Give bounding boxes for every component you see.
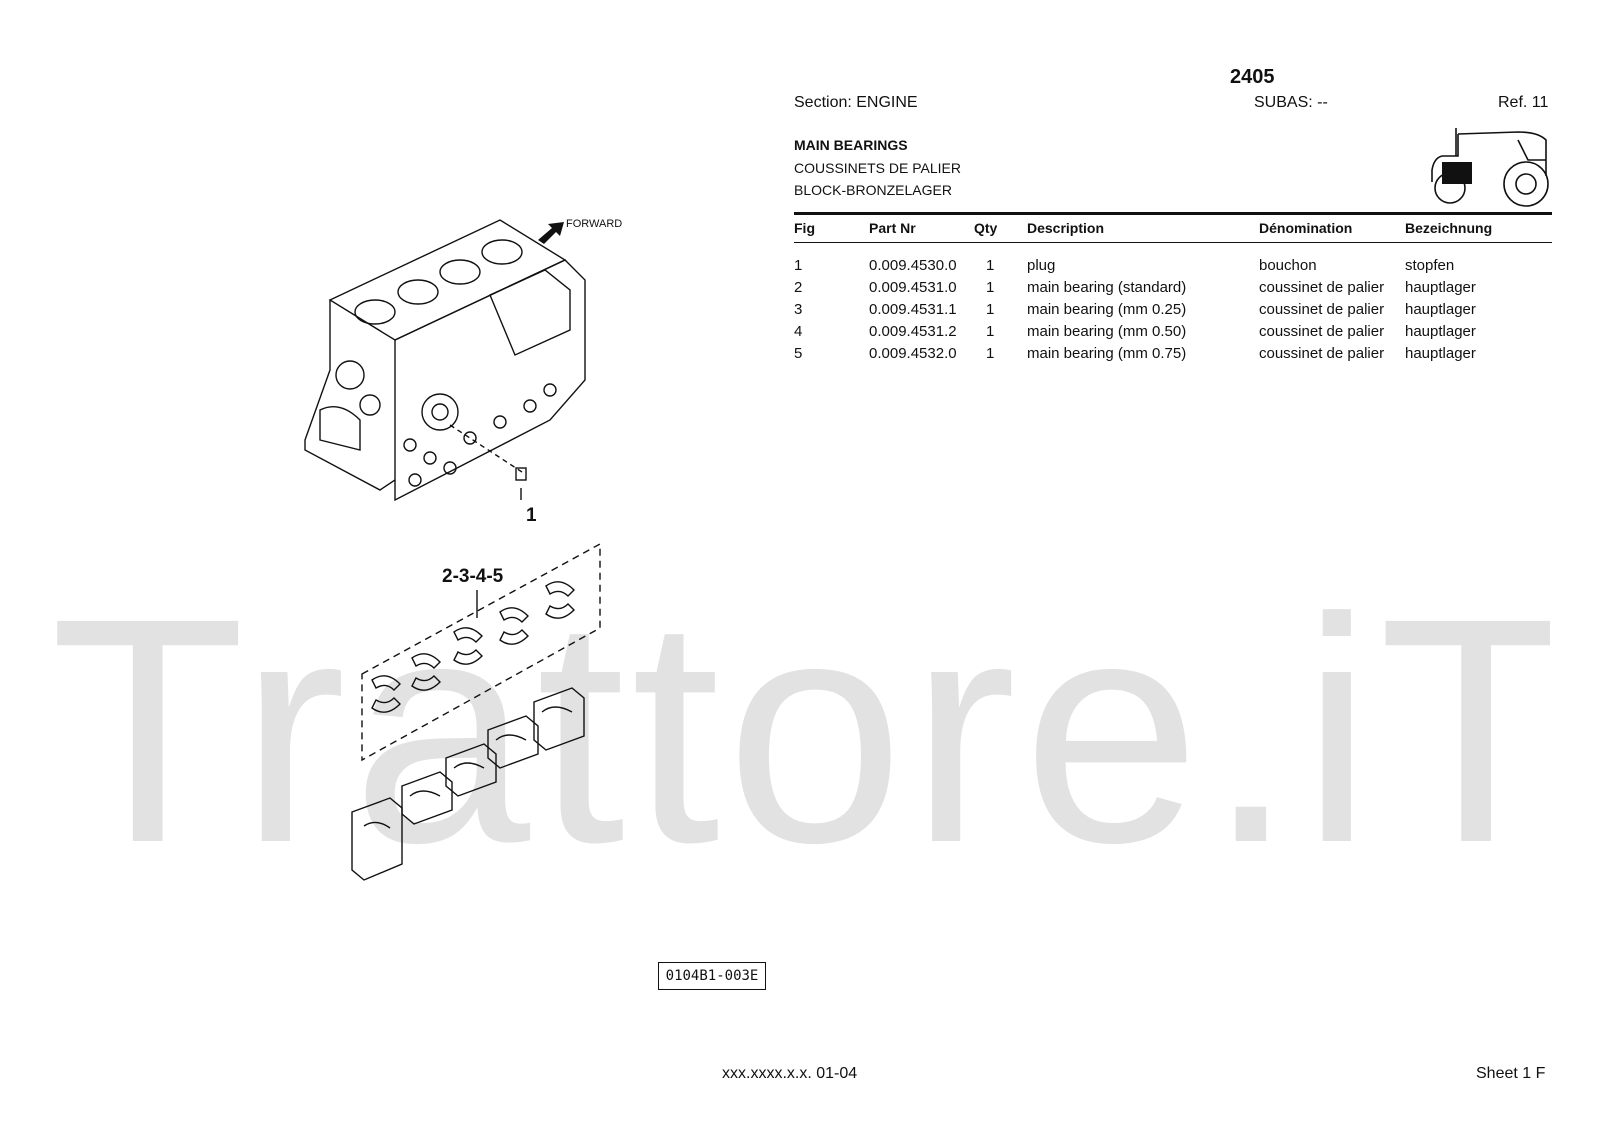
engine-block-drawing <box>304 219 586 502</box>
page-number: 2405 <box>1230 66 1275 88</box>
footer-sheet: Sheet 1 F <box>1476 1065 1546 1082</box>
forward-label: FORWARD <box>566 218 623 230</box>
cell-description: main bearing (mm 0.25) <box>1027 301 1187 318</box>
cell-fig: 3 <box>794 301 803 318</box>
cell-part-nr: 0.009.4532.0 <box>869 345 957 362</box>
cell-bezeichnung: hauptlager <box>1405 279 1476 296</box>
col-header-part-nr: Part Nr <box>869 220 916 236</box>
cell-denomination: coussinet de palier <box>1259 323 1385 340</box>
forward-arrow-icon <box>538 222 564 244</box>
ref-label: Ref. 11 <box>1498 94 1549 111</box>
col-header-fig: Fig <box>794 220 815 236</box>
title-german: BLOCK-BRONZELAGER <box>794 182 952 198</box>
cell-description: plug <box>1027 257 1056 274</box>
tractor-icon <box>1431 128 1549 207</box>
cell-description: main bearing (mm 0.50) <box>1027 323 1187 340</box>
bearings-drawing <box>351 542 601 881</box>
subas-label: SUBAS: -- <box>1254 94 1328 111</box>
cell-part-nr: 0.009.4531.2 <box>869 323 957 340</box>
cell-description: main bearing (mm 0.75) <box>1027 345 1187 362</box>
cell-fig: 1 <box>794 257 803 274</box>
col-header-denomination: Dénomination <box>1259 220 1353 236</box>
callout-2-3-4-5: 2-3-4-5 <box>442 566 504 587</box>
cell-fig: 5 <box>794 345 803 362</box>
cell-bezeichnung: hauptlager <box>1405 301 1476 318</box>
cell-denomination: coussinet de palier <box>1259 279 1385 296</box>
cell-denomination: coussinet de palier <box>1259 301 1385 318</box>
col-header-description: Description <box>1027 220 1105 236</box>
title-english: MAIN BEARINGS <box>794 137 908 153</box>
cell-part-nr: 0.009.4531.0 <box>869 279 957 296</box>
col-header-qty: Qty <box>974 220 998 236</box>
watermark: Trattore.iT <box>50 600 1550 860</box>
cell-part-nr: 0.009.4530.0 <box>869 257 957 274</box>
cell-fig: 2 <box>794 279 803 296</box>
table-header-rule <box>794 242 1552 243</box>
cell-qty: 1 <box>986 279 995 296</box>
section-label: Section: ENGINE <box>794 94 918 111</box>
title-french: COUSSINETS DE PALIER <box>794 160 962 176</box>
cell-bezeichnung: hauptlager <box>1405 323 1476 340</box>
cell-part-nr: 0.009.4531.1 <box>869 301 957 318</box>
table-top-rule <box>794 212 1552 215</box>
cell-qty: 1 <box>986 323 995 340</box>
cell-description: main bearing (standard) <box>1027 279 1187 296</box>
col-header-bezeichnung: Bezeichnung <box>1405 220 1493 236</box>
cell-bezeichnung: stopfen <box>1405 257 1455 274</box>
cell-fig: 4 <box>794 323 803 340</box>
cell-denomination: coussinet de palier <box>1259 345 1385 362</box>
footer-code: xxx.xxxx.x.x. 01-04 <box>722 1065 858 1082</box>
cell-denomination: bouchon <box>1259 257 1317 274</box>
callout-1: 1 <box>526 505 537 526</box>
cell-qty: 1 <box>986 257 995 274</box>
cell-qty: 1 <box>986 301 995 318</box>
drawing-code-box: 0104B1-003E <box>658 962 766 990</box>
cell-qty: 1 <box>986 345 995 362</box>
cell-bezeichnung: hauptlager <box>1405 345 1476 362</box>
